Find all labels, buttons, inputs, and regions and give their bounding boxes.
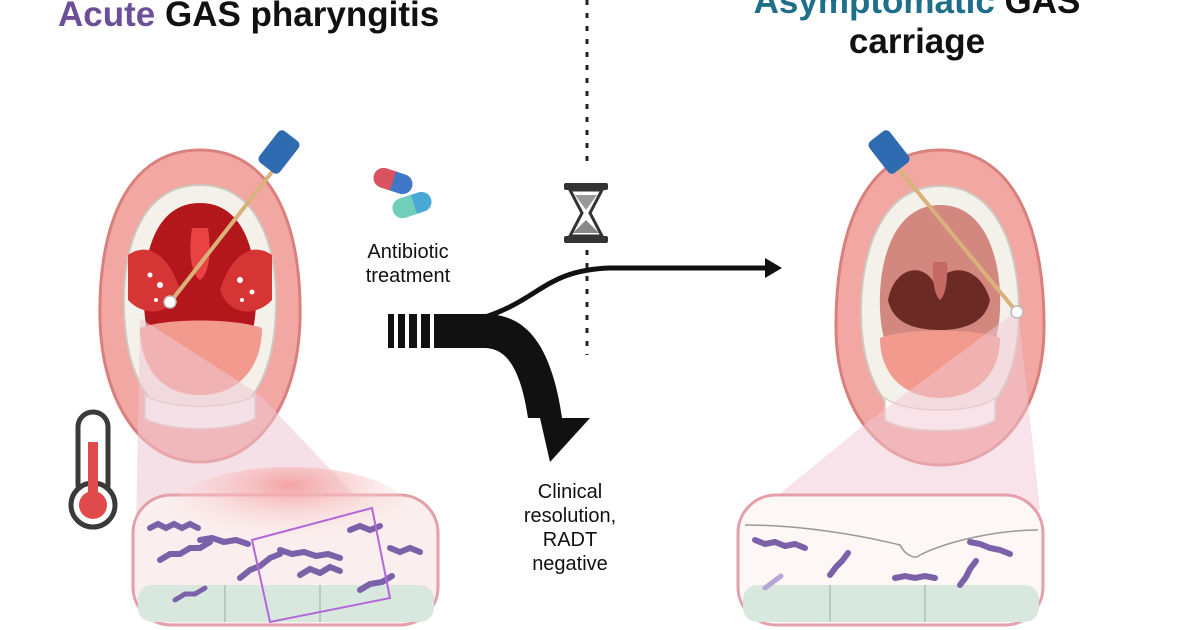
left-tissue-inset bbox=[131, 467, 440, 627]
antibiotic-label-line2: treatment bbox=[365, 265, 451, 287]
left-title: Acute GAS pharyngitis bbox=[58, 0, 439, 35]
right-title-accent: Asymptomatic bbox=[753, 0, 995, 21]
right-title-line2: carriage bbox=[848, 22, 986, 61]
hourglass-icon bbox=[564, 183, 608, 243]
antibiotic-label: Antibiotic treatment bbox=[338, 240, 478, 288]
right-title-rest: GAS bbox=[994, 0, 1081, 21]
right-mouth-illustration bbox=[760, 148, 1046, 510]
resolution-label-line3: RADT bbox=[542, 529, 598, 551]
resolution-label-line2: resolution, bbox=[523, 505, 617, 527]
left-swab-icon bbox=[163, 130, 300, 309]
left-title-accent: Acute bbox=[58, 0, 156, 34]
thermometer-icon bbox=[68, 409, 118, 530]
resolution-label-line1: Clinical bbox=[537, 481, 603, 503]
treatment-arrow-icon bbox=[388, 258, 782, 462]
right-tissue-inset bbox=[736, 493, 1045, 627]
right-title: Asymptomatic GAS carriage bbox=[722, 0, 1112, 62]
antibiotic-label-line1: Antibiotic bbox=[367, 241, 449, 263]
resolution-label: Clinical resolution, RADT negative bbox=[490, 480, 650, 576]
left-title-rest: GAS pharyngitis bbox=[155, 0, 440, 34]
right-swab-icon bbox=[868, 130, 1024, 319]
resolution-label-line4: negative bbox=[532, 553, 608, 575]
pills-icon bbox=[373, 167, 432, 219]
